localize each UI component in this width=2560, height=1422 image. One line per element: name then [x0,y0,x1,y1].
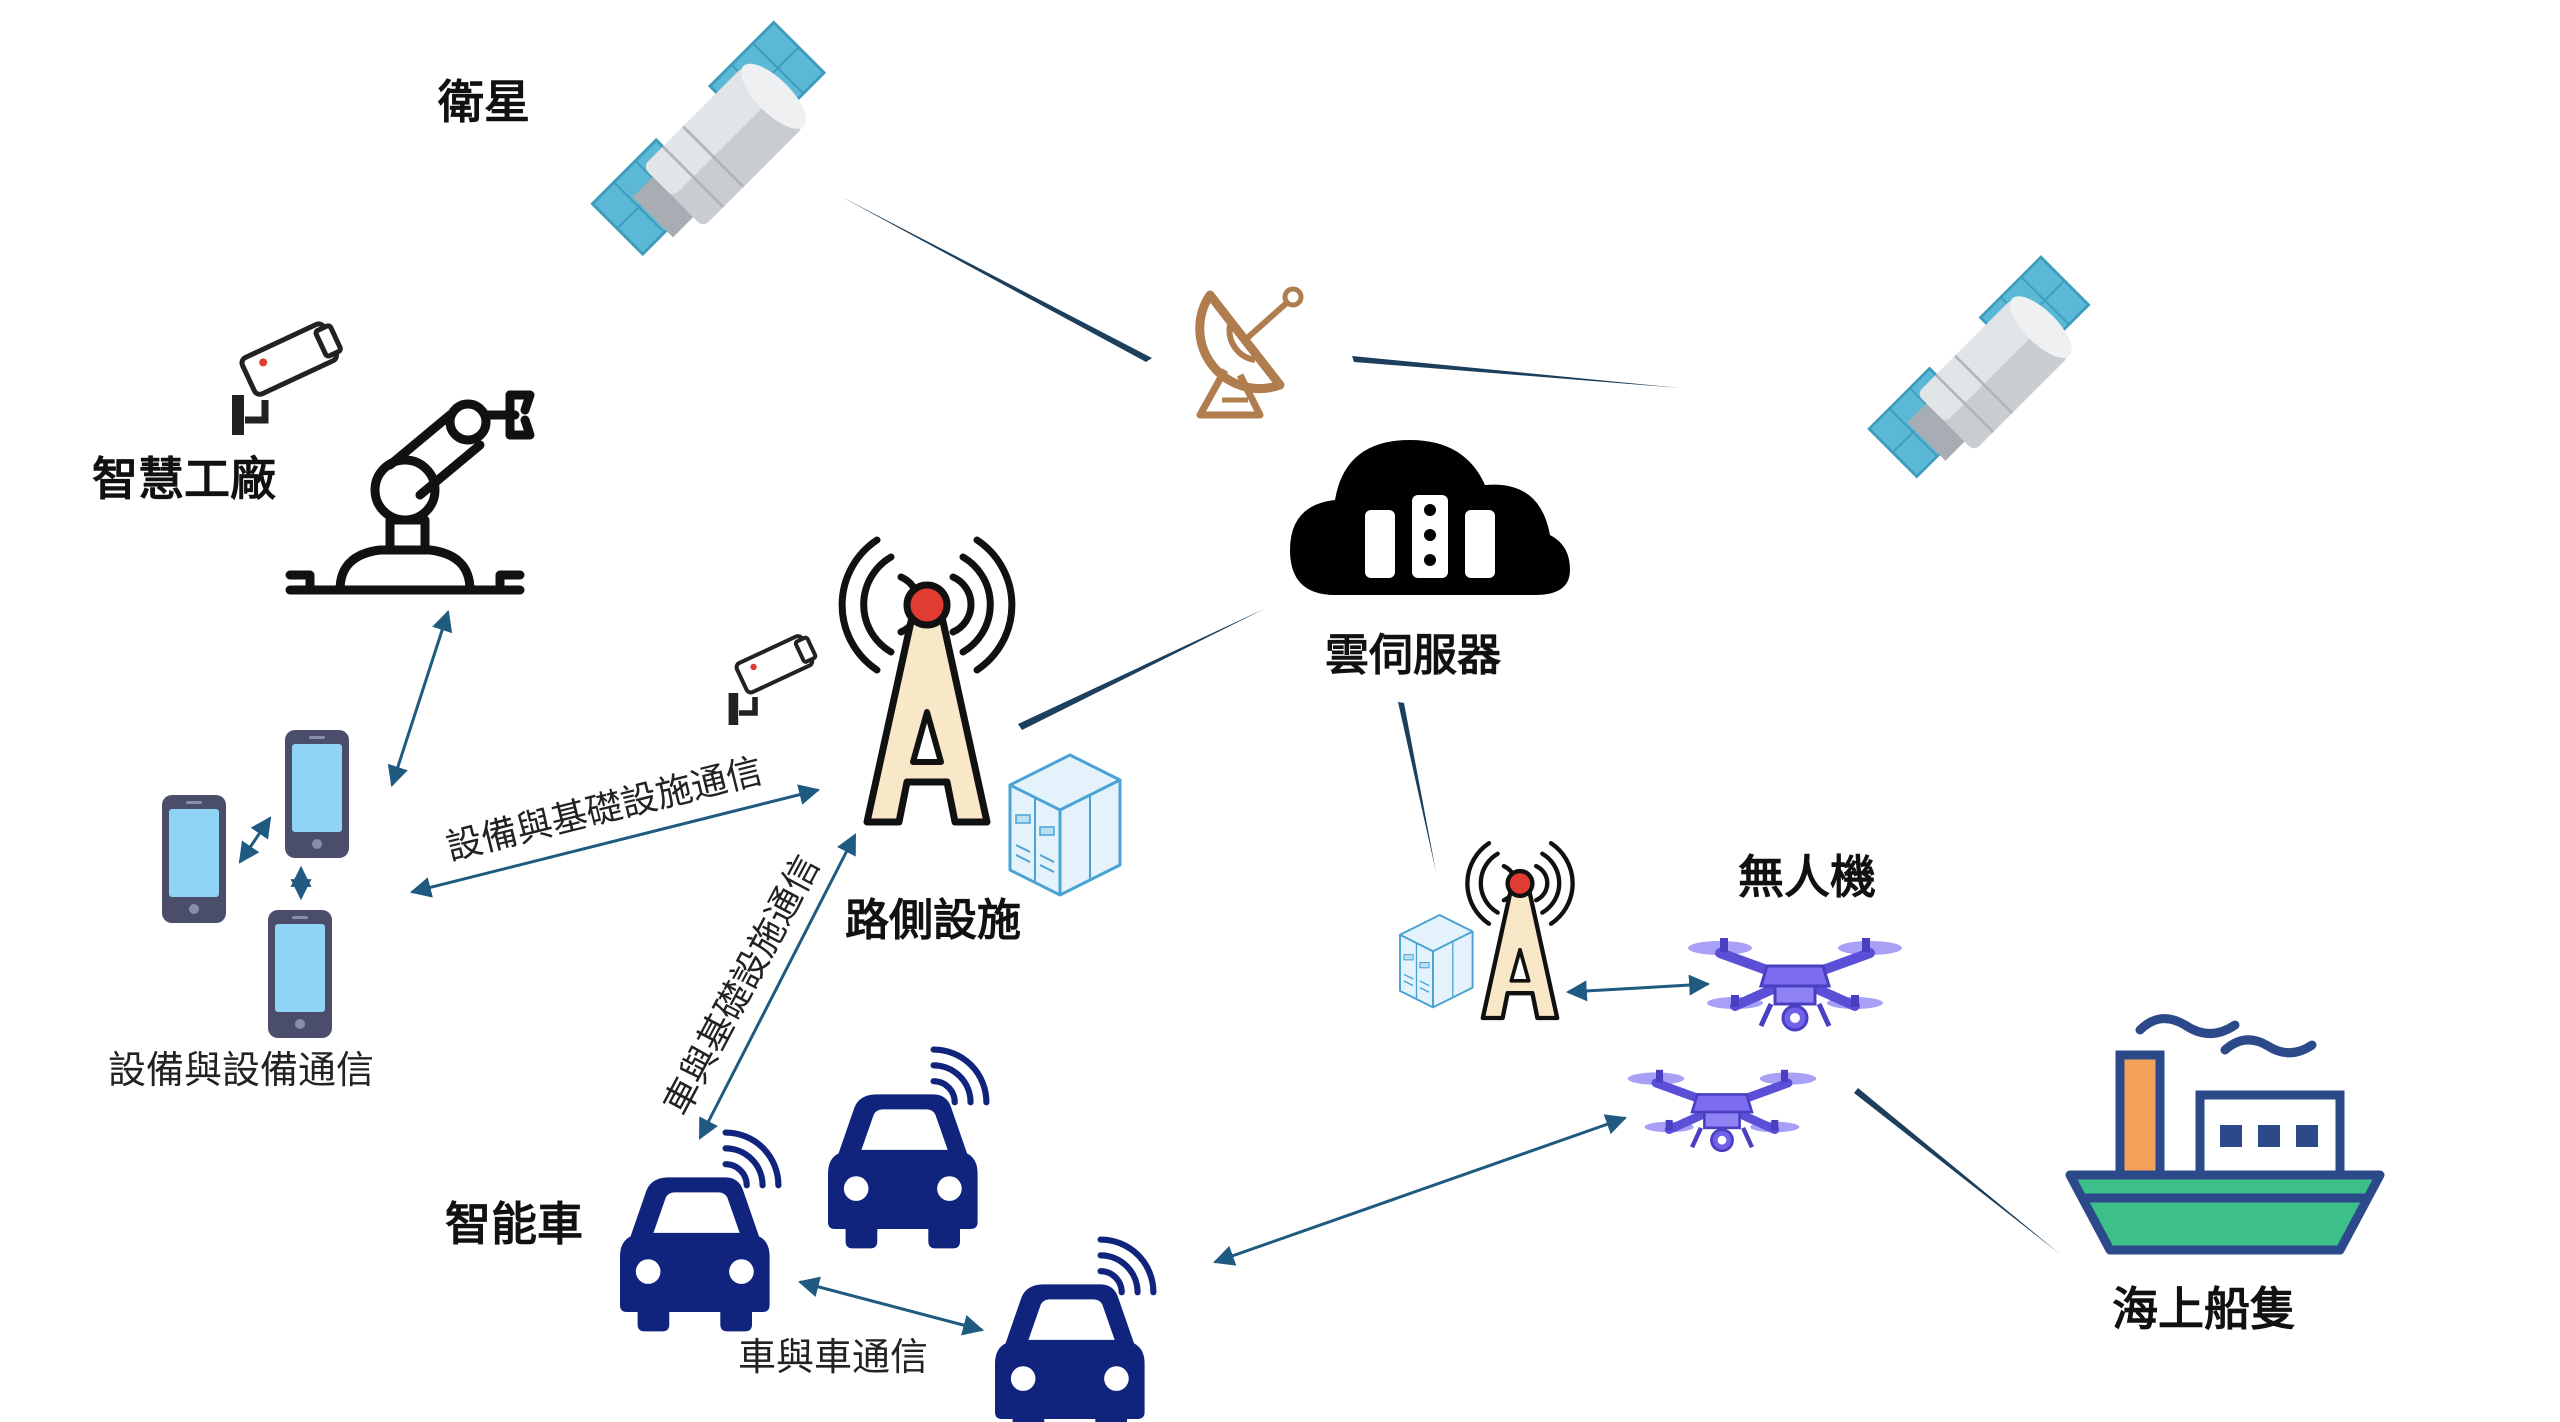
label-satellite: 衛星 [437,75,530,129]
link-roadside-cloud [1018,608,1266,730]
arrow-v2v [797,1276,985,1336]
arrow-tower-drone [1565,974,1711,1002]
cloud-server-icon [1290,440,1570,595]
drone-icon-2 [1628,1070,1816,1151]
label-d2i: 設備與基礎設施通信 [442,751,766,869]
drone-icon-1 [1688,938,1902,1030]
phone-icon-1 [162,795,226,923]
car-icon-2 [828,1050,986,1249]
link-dish-satellite-2 [1352,356,1680,388]
security-camera-icon-roadside [729,633,819,725]
label-smart-car: 智能車 [445,1197,583,1251]
arrow-car-drone [1213,1114,1627,1266]
label-d2d: 設備與設備通信 [108,1048,374,1092]
link-satellite-dish [840,196,1152,362]
satellite-dish-icon [1195,286,1304,419]
roadside-tower-icon [842,540,1012,822]
arrow-phone-factory [387,610,453,787]
satellite-2-icon [1867,255,2090,478]
label-v2v: 車與車通信 [738,1335,928,1379]
link-drone-ship [1854,1088,2060,1254]
arrow-v2i [698,833,857,1140]
phone-icon-2 [285,730,349,858]
security-camera-icon-factory [232,319,344,435]
satellite-1-icon [590,20,826,256]
arrow-phone1-phone2 [238,816,272,864]
small-tower-icon [1467,843,1572,1018]
ship-icon [2065,1014,2385,1255]
phone-icon-3 [268,910,332,1038]
robot-arm-icon [285,390,535,595]
label-roadside: 路側設施 [845,895,1021,946]
link-cloud-small-tower [1398,702,1436,872]
label-cloud-server: 雲伺服器 [1325,630,1502,681]
label-ship: 海上船隻 [2112,1282,2296,1336]
small-server-icon [1399,914,1474,1009]
label-drone: 無人機 [1738,850,1876,904]
car-icon-3 [995,1240,1153,1422]
car-icon-1 [620,1133,778,1332]
label-smart-factory: 智慧工廠 [92,452,276,506]
arrow-d2i [409,784,821,898]
label-v2i: 車與基礎設施通信 [657,849,828,1123]
roadside-server-icon [1008,753,1122,897]
